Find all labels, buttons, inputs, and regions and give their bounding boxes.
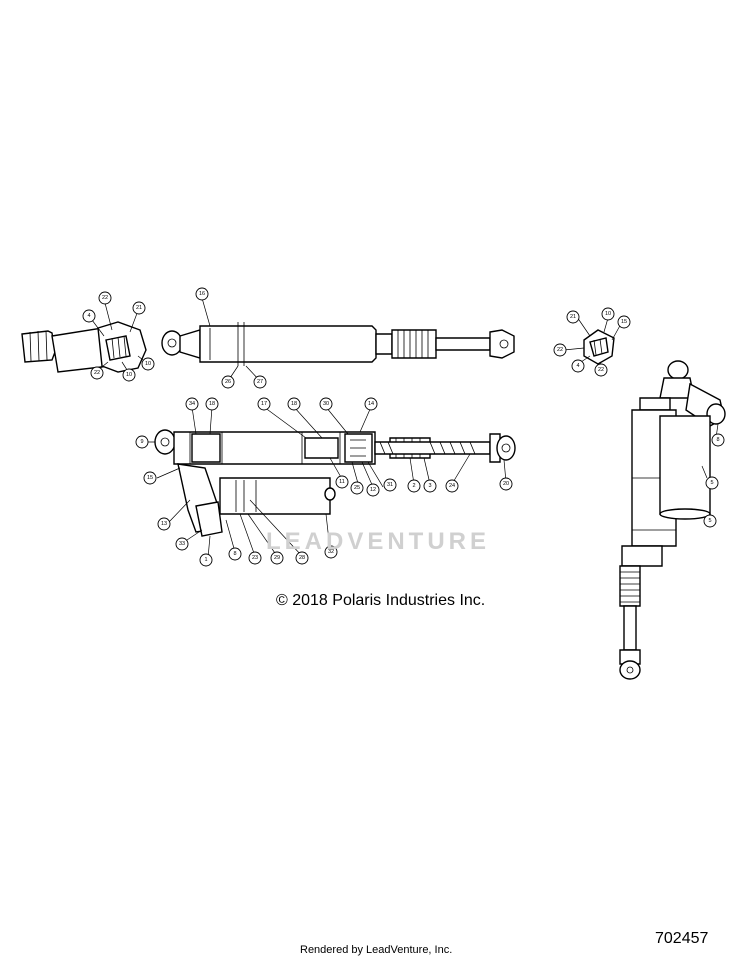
svg-text:22: 22 [598,367,604,373]
svg-text:21: 21 [136,305,142,311]
svg-text:13: 13 [161,521,167,527]
right-adjuster-assembly [583,329,615,365]
callout: 20 [499,477,513,491]
svg-text:10: 10 [126,372,132,378]
callout: 15 [143,471,157,485]
svg-text:31: 31 [387,482,393,488]
svg-text:30: 30 [323,401,329,407]
svg-text:18: 18 [209,401,215,407]
callout: 10 [141,357,155,371]
copyright-text: © 2018 Polaris Industries Inc. [276,592,486,609]
svg-text:28: 28 [299,555,305,561]
svg-text:5: 5 [710,480,713,486]
left-adjuster-callouts: 22 21 4 10 22 10 [82,291,155,382]
exploded-shock-cutaway [154,429,516,537]
svg-text:14: 14 [368,401,374,407]
callout: 16 [195,287,209,301]
callout: 31 [383,478,397,492]
callout: 17 [257,397,271,411]
svg-text:4: 4 [87,313,90,319]
svg-text:5: 5 [708,518,711,524]
callout: 18 [287,397,301,411]
callout: 2 [407,479,421,493]
callout: 22 [553,343,567,357]
svg-text:4: 4 [576,363,579,369]
svg-text:2: 2 [412,483,415,489]
callout: 30 [319,397,333,411]
svg-text:25: 25 [354,485,360,491]
callout: 15 [617,315,631,329]
callout: 14 [364,397,378,411]
svg-text:22: 22 [94,370,100,376]
svg-text:24: 24 [449,483,455,489]
callout: 34 [185,397,199,411]
callout: 5 [705,476,719,490]
callout: 3 [423,479,437,493]
assembled-shock-vertical [619,360,726,680]
svg-text:3: 3 [428,483,431,489]
callout: 9 [135,435,149,449]
svg-text:1: 1 [204,557,207,563]
svg-text:15: 15 [621,319,627,325]
callout: 1 [199,553,213,567]
callout: 22 [594,363,608,377]
right-adjuster-callouts: 21 10 15 22 4 22 [553,307,631,377]
callout: 26 [221,375,235,389]
callout: 21 [566,310,580,324]
svg-text:17: 17 [261,401,267,407]
callout: 24 [445,479,459,493]
svg-text:23: 23 [252,555,258,561]
assembled-shock-callouts: 16 26 27 [195,287,267,389]
svg-text:9: 9 [140,439,143,445]
callout: 4 [82,309,96,323]
vertical-shock-callouts: 8 5 5 [701,423,725,528]
exploded-shock-callouts: 9 34 18 17 18 30 14 15 11 12 31 25 2 3 2… [135,397,513,567]
callout: 10 [601,307,615,321]
callout: 13 [157,517,171,531]
svg-text:32: 32 [328,549,334,555]
callout: 23 [248,551,262,565]
left-adjuster-assembly [21,321,147,373]
svg-text:34: 34 [189,401,195,407]
svg-text:26: 26 [225,379,231,385]
svg-text:8: 8 [716,437,719,443]
svg-text:11: 11 [339,479,345,485]
svg-text:8: 8 [233,551,236,557]
callout: 10 [122,368,136,382]
svg-text:10: 10 [145,361,151,367]
svg-text:16: 16 [199,291,205,297]
svg-text:33: 33 [179,541,185,547]
callout: 11 [335,475,349,489]
callout: 21 [132,301,146,315]
callout: 32 [324,545,338,559]
svg-text:15: 15 [147,475,153,481]
svg-text:21: 21 [570,314,576,320]
callout: 12 [366,483,380,497]
callout: 4 [571,359,585,373]
assembled-shock-horizontal [161,322,515,366]
diagram-id: 702457 [655,930,709,947]
callout: 8 [228,547,242,561]
svg-text:18: 18 [291,401,297,407]
svg-text:22: 22 [557,347,563,353]
svg-text:22: 22 [102,295,108,301]
callout: 28 [295,551,309,565]
callout: 27 [253,375,267,389]
watermark-text: LEADVENTURE [266,528,491,555]
svg-text:27: 27 [257,379,263,385]
rendered-by-text: Rendered by LeadVenture, Inc. [300,944,453,956]
callout: 18 [205,397,219,411]
svg-text:12: 12 [370,487,376,493]
callout: 25 [350,481,364,495]
svg-text:10: 10 [605,311,611,317]
callout: 8 [711,433,725,447]
callout: 22 [90,366,104,380]
callout: 33 [175,537,189,551]
callout: 29 [270,551,284,565]
svg-text:29: 29 [274,555,280,561]
svg-text:20: 20 [503,481,509,487]
callout: 5 [703,514,717,528]
callout: 22 [98,291,112,305]
